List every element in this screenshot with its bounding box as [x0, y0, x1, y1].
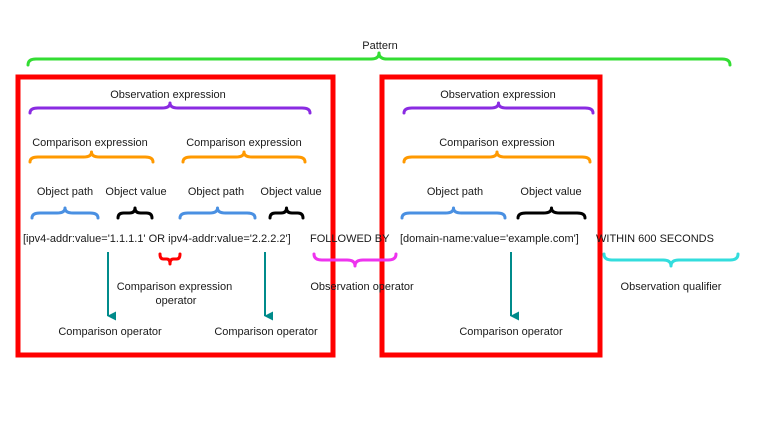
comparison-operator-label-2: Comparison operator	[214, 326, 318, 338]
object-value-brace-2	[268, 206, 305, 220]
object-path-brace-2	[178, 206, 257, 220]
within-qualifier-text: WITHIN 600 SECONDS	[596, 233, 714, 245]
observation-qualifier-label: Observation qualifier	[621, 281, 722, 293]
followed-by-text: FOLLOWED BY	[310, 233, 392, 245]
object-value-brace-3	[516, 206, 587, 220]
object-path-brace-3	[400, 206, 507, 220]
object-value-label-1: Object value	[105, 186, 166, 198]
comparison-expression-label-1: Comparison expression	[32, 137, 148, 149]
comparison-expression-label-3: Comparison expression	[439, 137, 555, 149]
pattern-expression-text: [ipv4-addr:value='1.1.1.1' OR ipv4-addr:…	[23, 233, 714, 245]
comparison-expression-operator-label: Comparison expression operator	[117, 281, 236, 307]
observation-expression-brace-2	[402, 101, 595, 115]
observation-operator-brace	[312, 252, 398, 268]
observation-box-right	[379, 74, 603, 358]
comparison-expression-brace-3	[402, 150, 592, 164]
observation-expression-2-text: [domain-name:value='example.com']	[400, 233, 579, 245]
comparison-expression-operator-line-1: Comparison expression	[117, 281, 233, 293]
comparison-expression-operator-line-2: operator	[156, 295, 197, 307]
object-path-label-2: Object path	[188, 186, 244, 198]
observation-expression-label-1: Observation expression	[110, 89, 226, 101]
comparison-expression-brace-1	[28, 150, 155, 164]
object-value-label-3: Object value	[520, 186, 581, 198]
object-value-label-2: Object value	[260, 186, 321, 198]
object-path-brace-1	[30, 206, 100, 220]
observation-expression-1-text: [ipv4-addr:value='1.1.1.1' OR ipv4-addr:…	[23, 233, 291, 245]
comparison-expression-operator-brace	[158, 252, 182, 266]
pattern-brace	[26, 51, 732, 67]
comparison-expression-label-2: Comparison expression	[186, 137, 302, 149]
comparison-operator-label-1: Comparison operator	[58, 326, 162, 338]
comparison-expression-brace-2	[181, 150, 307, 164]
observation-expression-brace-1	[28, 101, 312, 115]
observation-qualifier-brace	[602, 252, 740, 268]
observation-box-left	[15, 74, 336, 358]
comparison-operator-label-3: Comparison operator	[459, 326, 563, 338]
object-value-brace-1	[116, 206, 154, 220]
object-path-label-3: Object path	[427, 186, 483, 198]
observation-operator-label: Observation operator	[310, 281, 414, 293]
object-path-label-1: Object path	[37, 186, 93, 198]
pattern-label: Pattern	[362, 40, 397, 52]
observation-expression-label-2: Observation expression	[440, 89, 556, 101]
